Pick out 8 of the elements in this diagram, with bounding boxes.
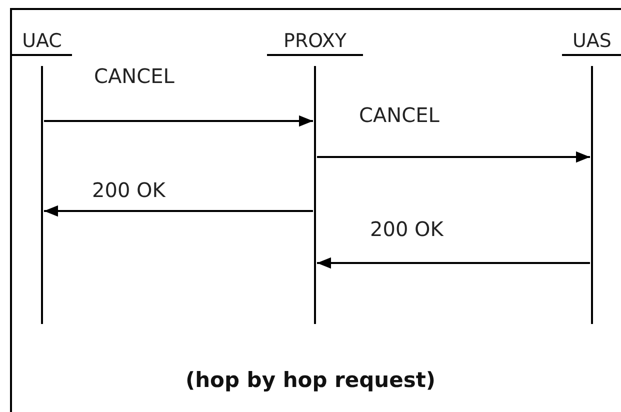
- message-arrow: [44, 205, 313, 217]
- participant-label: UAC: [12, 28, 72, 56]
- participant-label: PROXY: [267, 28, 363, 56]
- message-arrow: [317, 257, 590, 269]
- message-arrow: [44, 115, 313, 127]
- caption: (hop by hop request): [184, 368, 437, 392]
- message-arrow: [317, 151, 590, 163]
- participant-label: UAS: [562, 28, 621, 56]
